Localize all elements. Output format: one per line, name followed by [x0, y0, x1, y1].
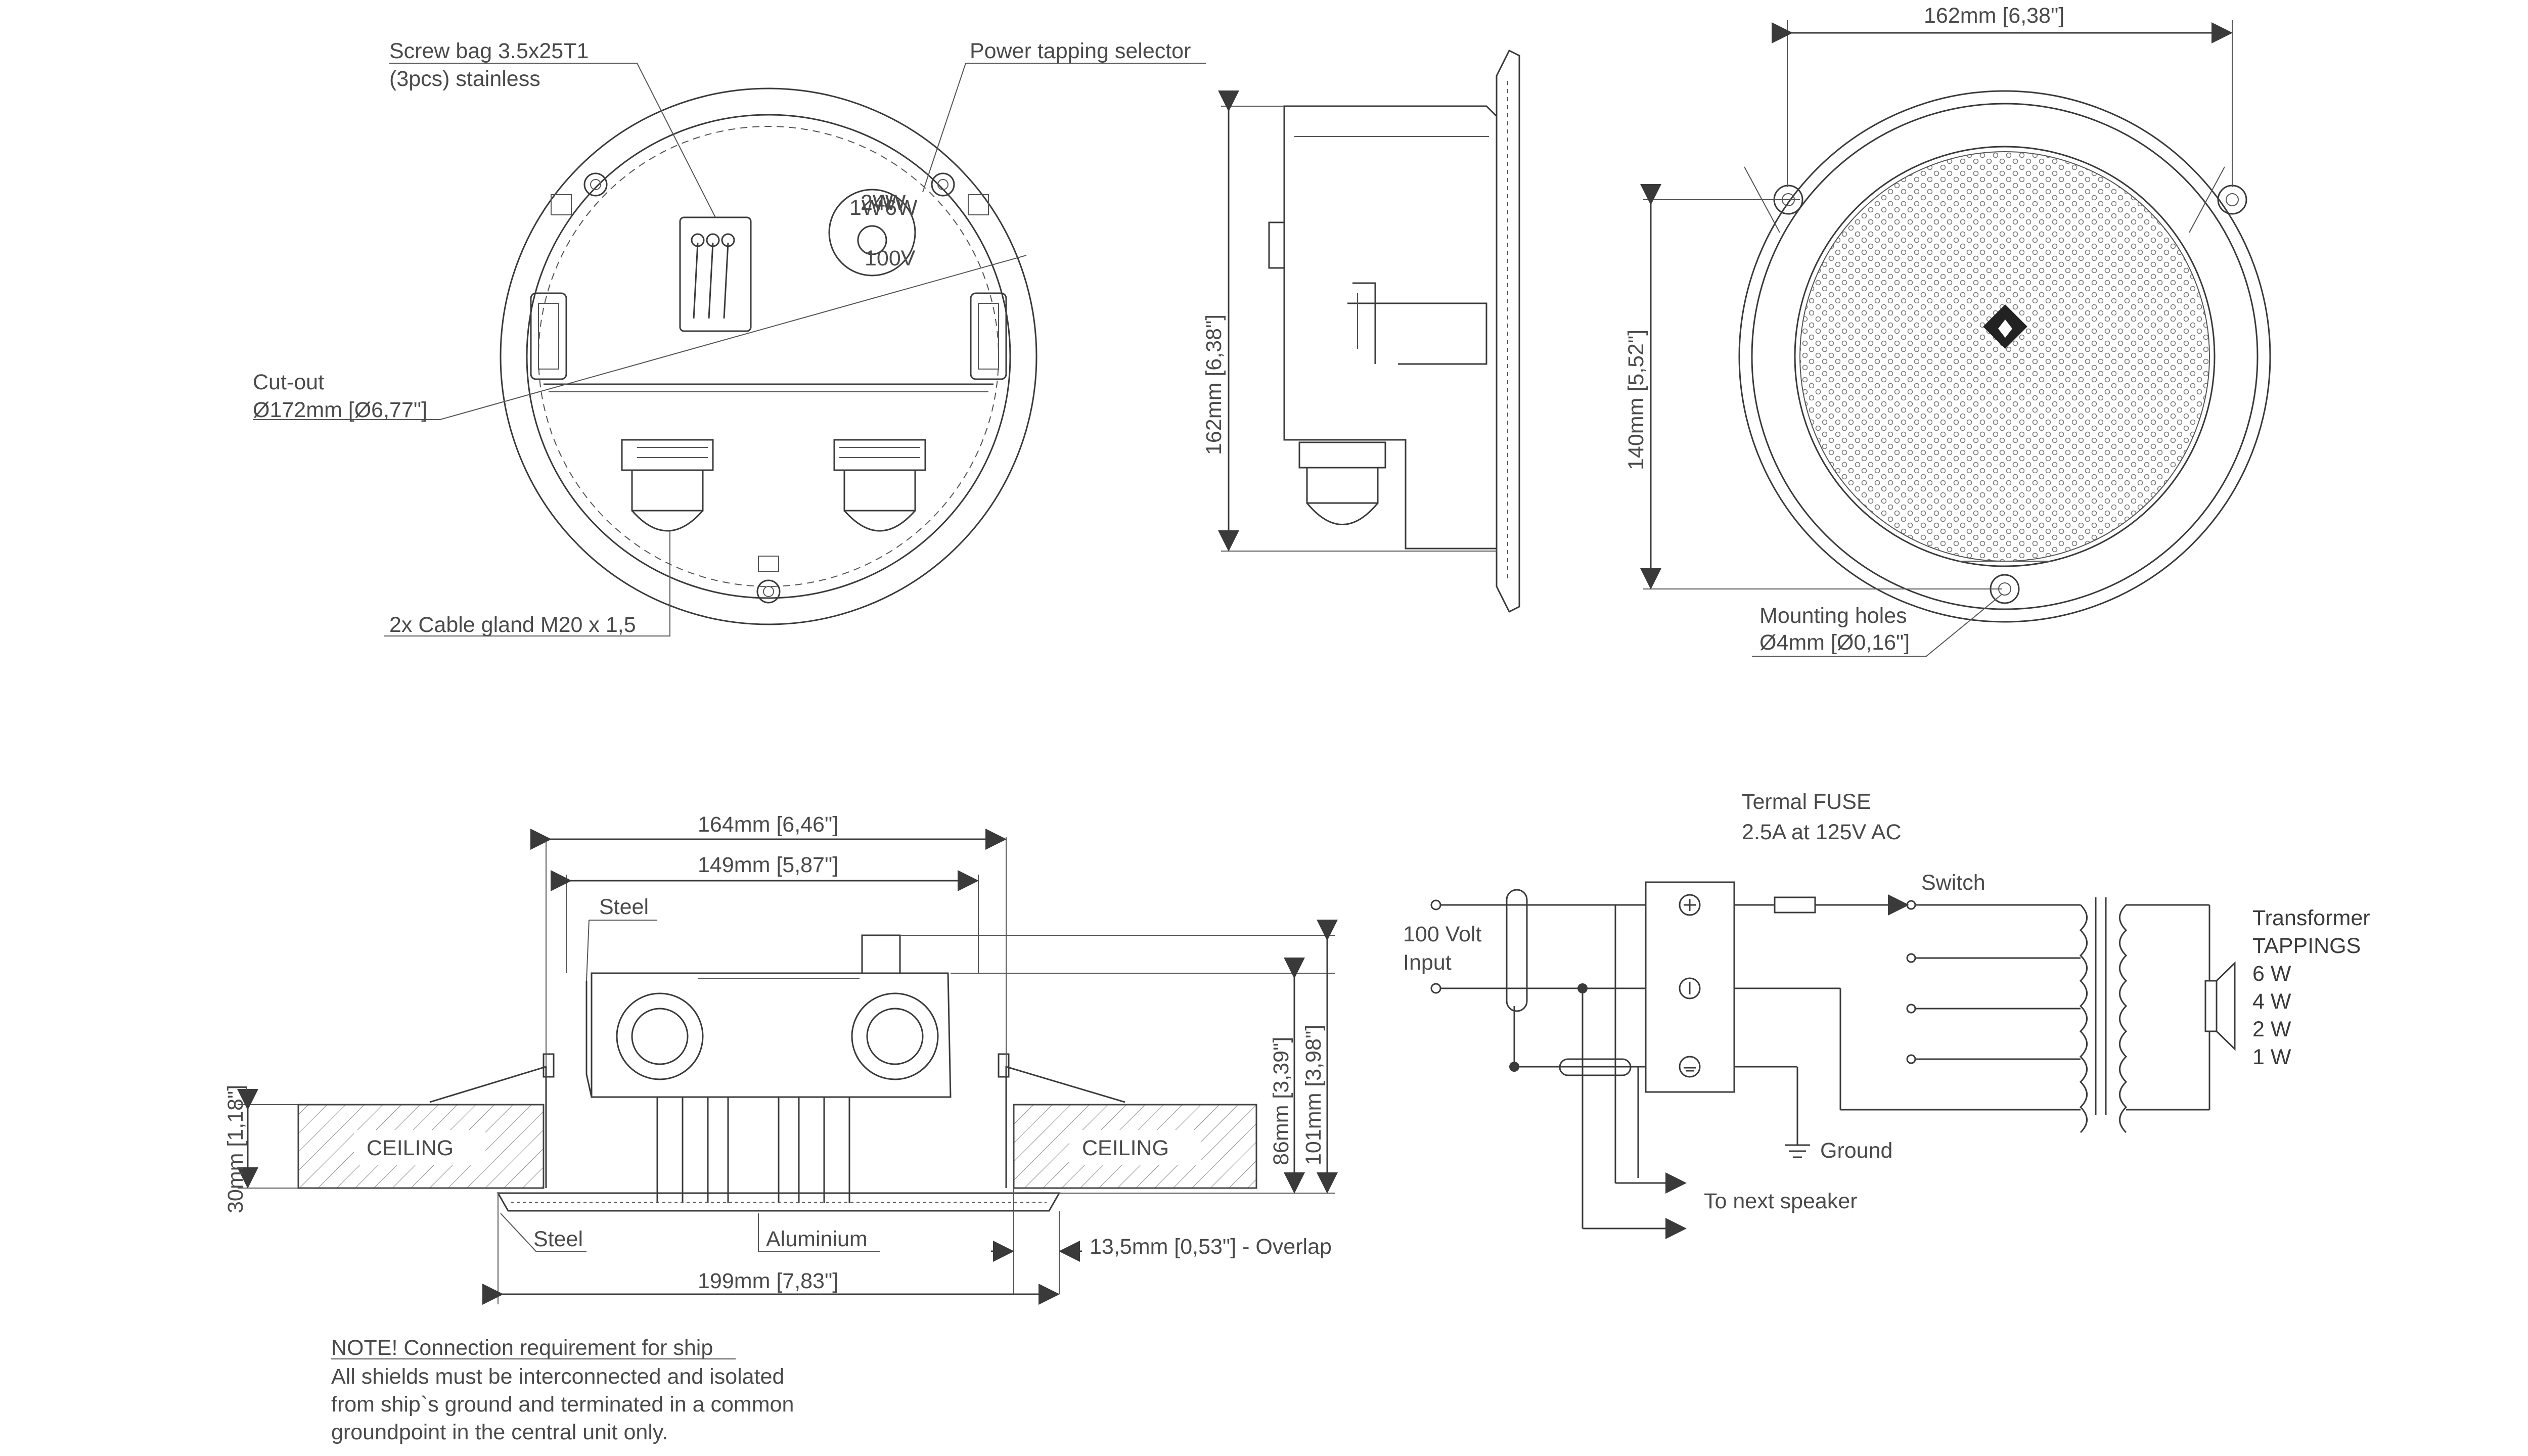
speaker-icon	[2204, 980, 2218, 1032]
power-tapping-label: Power tapping selector	[970, 39, 1191, 63]
front-width-label: 162mm [6,38"]	[1924, 4, 2064, 28]
transformer-secondary	[2119, 904, 2128, 1133]
tap-selector-icon	[828, 189, 916, 277]
dim-30-label: 30mm [1,18"]	[223, 1085, 248, 1213]
tap-label-2: 2W	[861, 191, 893, 215]
input-label-1: 100 Volt	[1403, 922, 1481, 946]
ground-terminal-icon	[1679, 1056, 1701, 1078]
ground-label: Ground	[1820, 1139, 1892, 1163]
overlap-label: 13,5mm [0,53"] - Overlap	[1090, 1235, 1332, 1259]
tap-6w-label: 6 W	[2252, 962, 2291, 986]
speaker-grille	[1799, 151, 2210, 562]
note-line-3: from ship`s ground and terminated in a c…	[331, 1392, 794, 1417]
screw-bag-label-2: (3pcs) stainless	[389, 67, 540, 91]
input-label-2: Input	[1403, 950, 1452, 975]
plus-terminal-icon	[1679, 894, 1701, 916]
side-height-label: 162mm [6,38"]	[1202, 314, 1226, 455]
ship-note: NOTE! Connection requirement for ship Al…	[331, 1336, 794, 1444]
switch-label: Switch	[1921, 871, 1985, 895]
cable-gland-left	[621, 439, 714, 532]
mounting-label-1: Mounting holes	[1759, 604, 1907, 628]
ground-icon	[1785, 1144, 1810, 1158]
front-view: 162mm [6,38"] 140mm [5,52"] Mounting hol…	[1624, 4, 2271, 657]
tap-label-4: 4W	[873, 191, 906, 215]
ceiling-right-label: CEILING	[1082, 1136, 1169, 1160]
tap-1w-label: 1 W	[2252, 1045, 2291, 1069]
tap-label-1: 1W	[849, 196, 882, 220]
rim-screw-icon	[756, 579, 781, 604]
note-line-4: groundpoint in the central unit only.	[331, 1420, 668, 1444]
transformer-label-2: TAPPINGS	[2252, 934, 2361, 958]
front-grille-label: 140mm [5,52"]	[1624, 330, 1648, 470]
tap-label-6: 6W	[885, 196, 918, 220]
side-view: 162mm [6,38"]	[1202, 49, 1520, 613]
ceiling-left	[297, 1104, 545, 1189]
cutout-label-1: Cut-out	[253, 370, 324, 394]
screw-bag-label-1: Screw bag 3.5x25T1	[389, 39, 589, 63]
mounting-label-2: Ø4mm [Ø0,16"]	[1759, 630, 1910, 655]
aluminium-label: Aluminium	[766, 1227, 868, 1251]
note-line-1: NOTE! Connection requirement for ship	[331, 1336, 713, 1360]
wiring-schematic: Termal FUSE 2.5A at 125V AC Switch 100 V…	[1403, 790, 2370, 1239]
transformer-label-1: Transformer	[2252, 906, 2370, 930]
note-line-2: All shields must be interconnected and i…	[331, 1364, 784, 1389]
tap-4w-label: 4 W	[2252, 989, 2291, 1014]
cutout-label-2: Ø172mm [Ø6,77"]	[253, 398, 427, 422]
ceiling-left-label: CEILING	[367, 1136, 454, 1160]
dim-149-label: 149mm [5,87"]	[698, 853, 838, 877]
dim-199-label: 199mm [7,83"]	[698, 1269, 838, 1293]
top-view: 1W 2W 4W 6W 100V Screw bag 3.5x25T1 (3pc…	[253, 39, 1206, 637]
fuse-label-2: 2.5A at 125V AC	[1742, 820, 1902, 844]
terminal-block	[1645, 881, 1735, 1093]
steel-bottom-label: Steel	[533, 1227, 583, 1251]
fuse-icon	[1774, 896, 1816, 914]
dim-164-label: 164mm [6,46"]	[698, 812, 838, 837]
dim-86-label: 86mm [3,39"]	[1269, 1037, 1293, 1165]
steel-top-label: Steel	[599, 895, 649, 919]
section-view: CEILING CEILING 164mm [6,46"] 149mm	[223, 812, 1338, 1305]
next-speaker-label: To next speaker	[1704, 1189, 1858, 1213]
minus-terminal-icon	[1679, 977, 1701, 999]
tap-2w-label: 2 W	[2252, 1017, 2291, 1041]
dim-101-label: 101mm [3,98"]	[1301, 1025, 1326, 1165]
cable-gland-right	[833, 439, 926, 532]
fuse-label-1: Termal FUSE	[1742, 790, 1871, 814]
tap-voltage: 100V	[865, 246, 916, 270]
transformer-primary	[2079, 904, 2088, 1133]
cable-gland-label: 2x Cable gland M20 x 1,5	[389, 613, 636, 637]
